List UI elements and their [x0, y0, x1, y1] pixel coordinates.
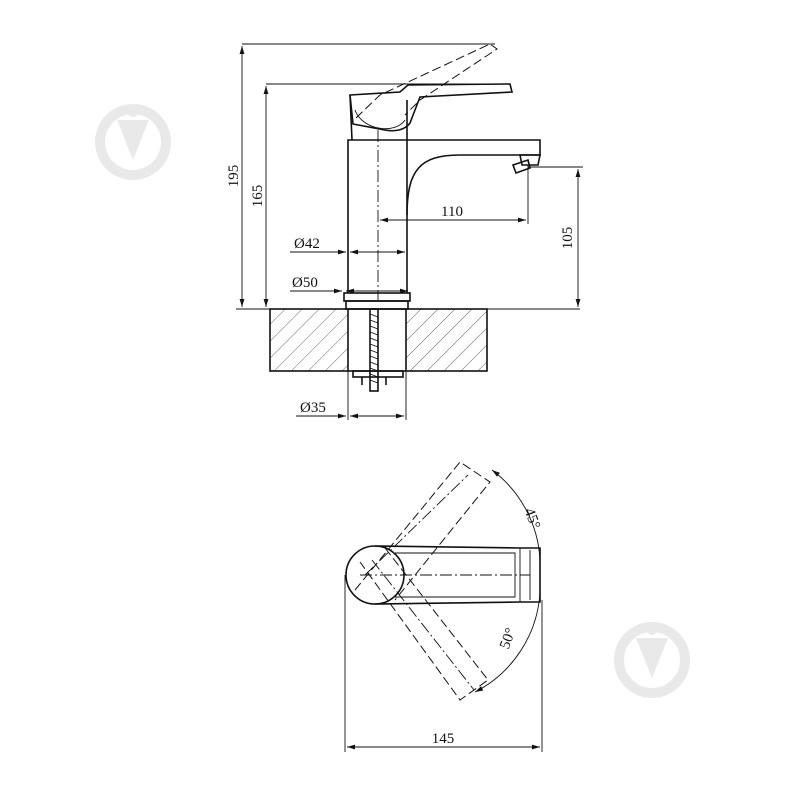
dim-d35-label: Ø35 [300, 400, 326, 416]
watermark-logo-bottom [614, 622, 690, 698]
countertop-section [236, 308, 580, 372]
base-gasket [345, 300, 409, 310]
dim-d42-label: Ø42 [294, 236, 320, 252]
lever-rotated-45-outline [354, 461, 491, 601]
dim-d50-label: Ø50 [292, 275, 318, 291]
lever-rotated-50-outline [359, 547, 489, 701]
watermark-logo-top [95, 104, 171, 180]
dim-165-label: 165 [250, 185, 266, 208]
faucet-body [347, 130, 541, 300]
base-ring [343, 292, 411, 302]
dim-105-label: 105 [560, 227, 576, 250]
mounting-stud [352, 308, 404, 392]
dim-110-label: 110 [441, 204, 463, 220]
dim-195-label: 195 [226, 165, 242, 188]
top-view: 45° 50° 145 [344, 461, 543, 752]
dim-45-angle-label: 45° [521, 506, 543, 531]
dim-50-angle-label: 50° [497, 626, 519, 651]
lever-raised-outline [355, 43, 498, 119]
side-view: 195 165 105 110 Ø42 Ø50 Ø35 [226, 43, 583, 420]
dim-145-label: 145 [432, 731, 455, 747]
